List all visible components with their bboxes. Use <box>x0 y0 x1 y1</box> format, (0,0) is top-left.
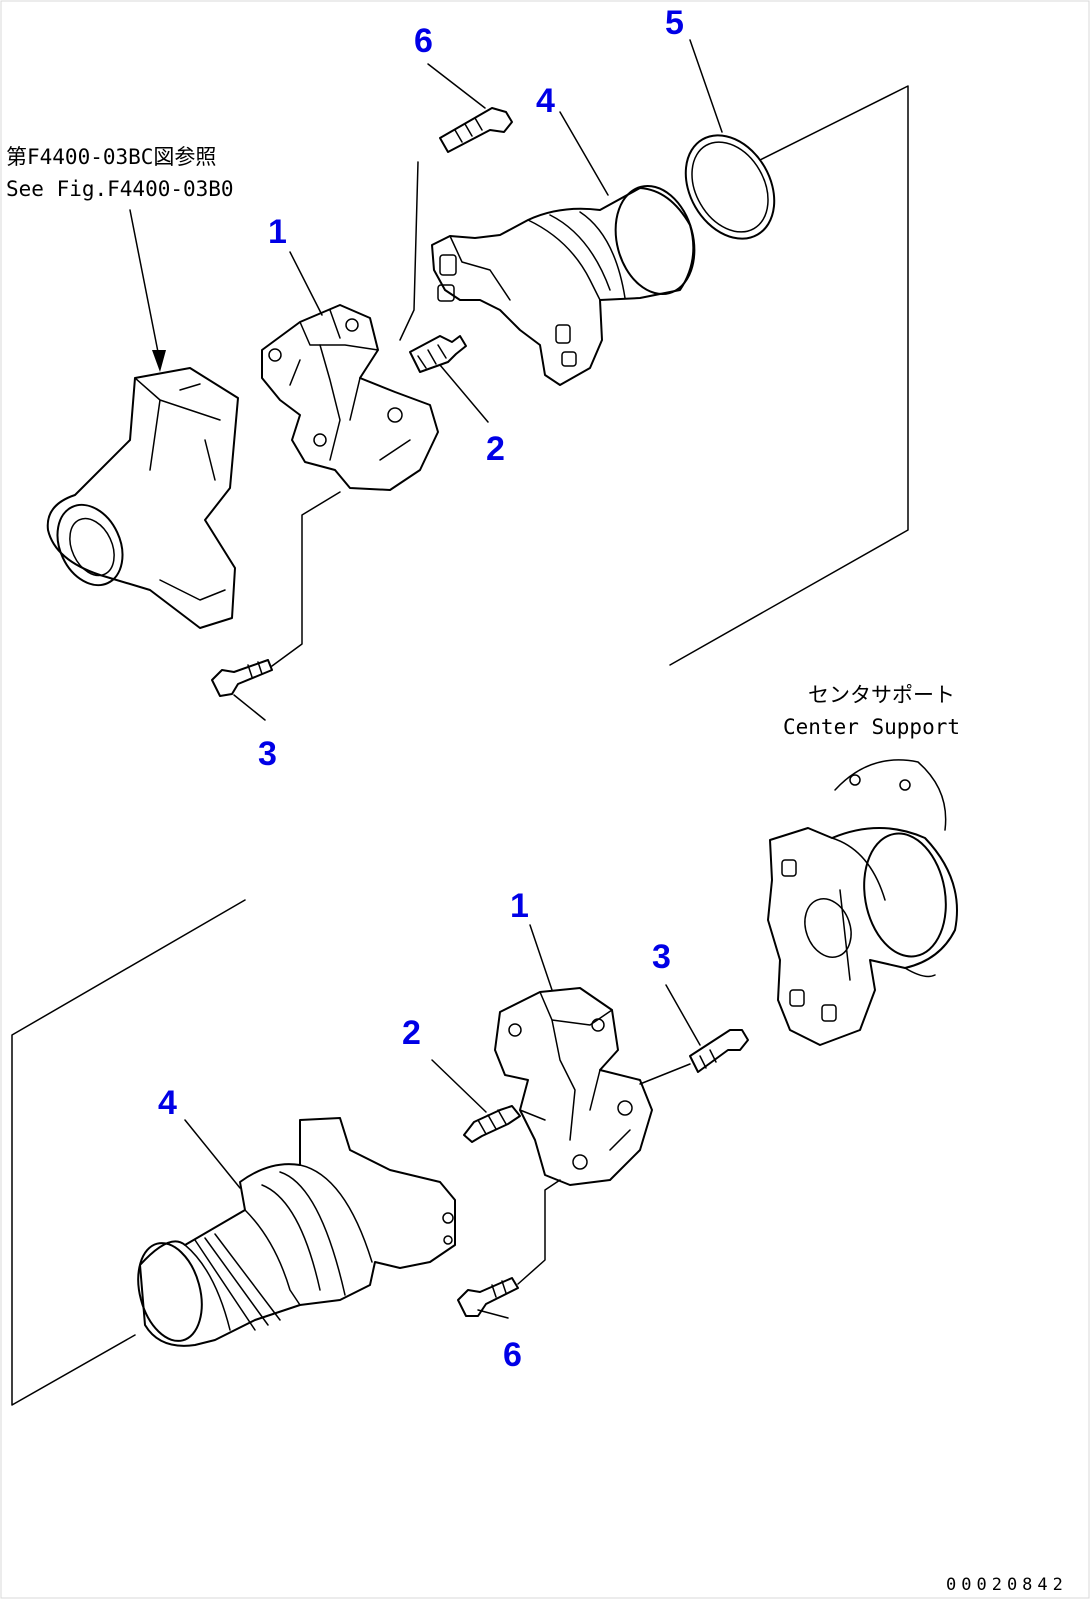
callout-4-bottom: 4 <box>158 1084 177 1122</box>
callout-2-bottom: 2 <box>402 1014 421 1052</box>
callout-1-top: 1 <box>268 213 287 251</box>
callout-1-bottom: 1 <box>510 887 529 925</box>
top-spider-cross <box>261 304 439 491</box>
callout-6-top: 6 <box>414 22 433 60</box>
bottom-spider-cross <box>494 987 653 1186</box>
callout-5: 5 <box>665 4 684 42</box>
top-bolt-3 <box>211 491 341 697</box>
top-o-ring <box>684 134 776 240</box>
top-left-yoke <box>46 367 239 629</box>
callout-6-bottom: 6 <box>503 1336 522 1374</box>
bottom-leader-lines <box>184 924 701 1319</box>
bottom-bolt-3 <box>639 1029 749 1085</box>
center-support-label-english: Center Support <box>783 715 960 739</box>
bottom-shaft-outline <box>11 899 246 1406</box>
top-leader-lines <box>233 39 723 721</box>
center-support-label-japanese: センタサポート <box>808 683 955 707</box>
top-bolt-6 <box>399 107 513 341</box>
callout-3-bottom: 3 <box>652 938 671 976</box>
figure-number: 00020842 <box>946 1575 1068 1595</box>
top-slip-yoke <box>431 184 696 386</box>
callout-2-top: 2 <box>486 430 505 468</box>
reference-note-japanese: 第F4400-03BC図参照 <box>6 145 216 169</box>
bottom-grease-fitting <box>463 1105 521 1143</box>
center-support-flange <box>767 759 958 1046</box>
bottom-slip-yoke <box>137 1117 456 1347</box>
callout-3-top: 3 <box>258 735 277 773</box>
top-shaft-outline <box>669 85 909 666</box>
callout-4-top: 4 <box>536 82 555 120</box>
reference-note-english: See Fig.F4400-03B0 <box>6 177 234 201</box>
top-grease-fitting <box>409 335 467 373</box>
bottom-bolt-6 <box>457 1179 561 1317</box>
top-reference-arrow <box>129 209 166 372</box>
